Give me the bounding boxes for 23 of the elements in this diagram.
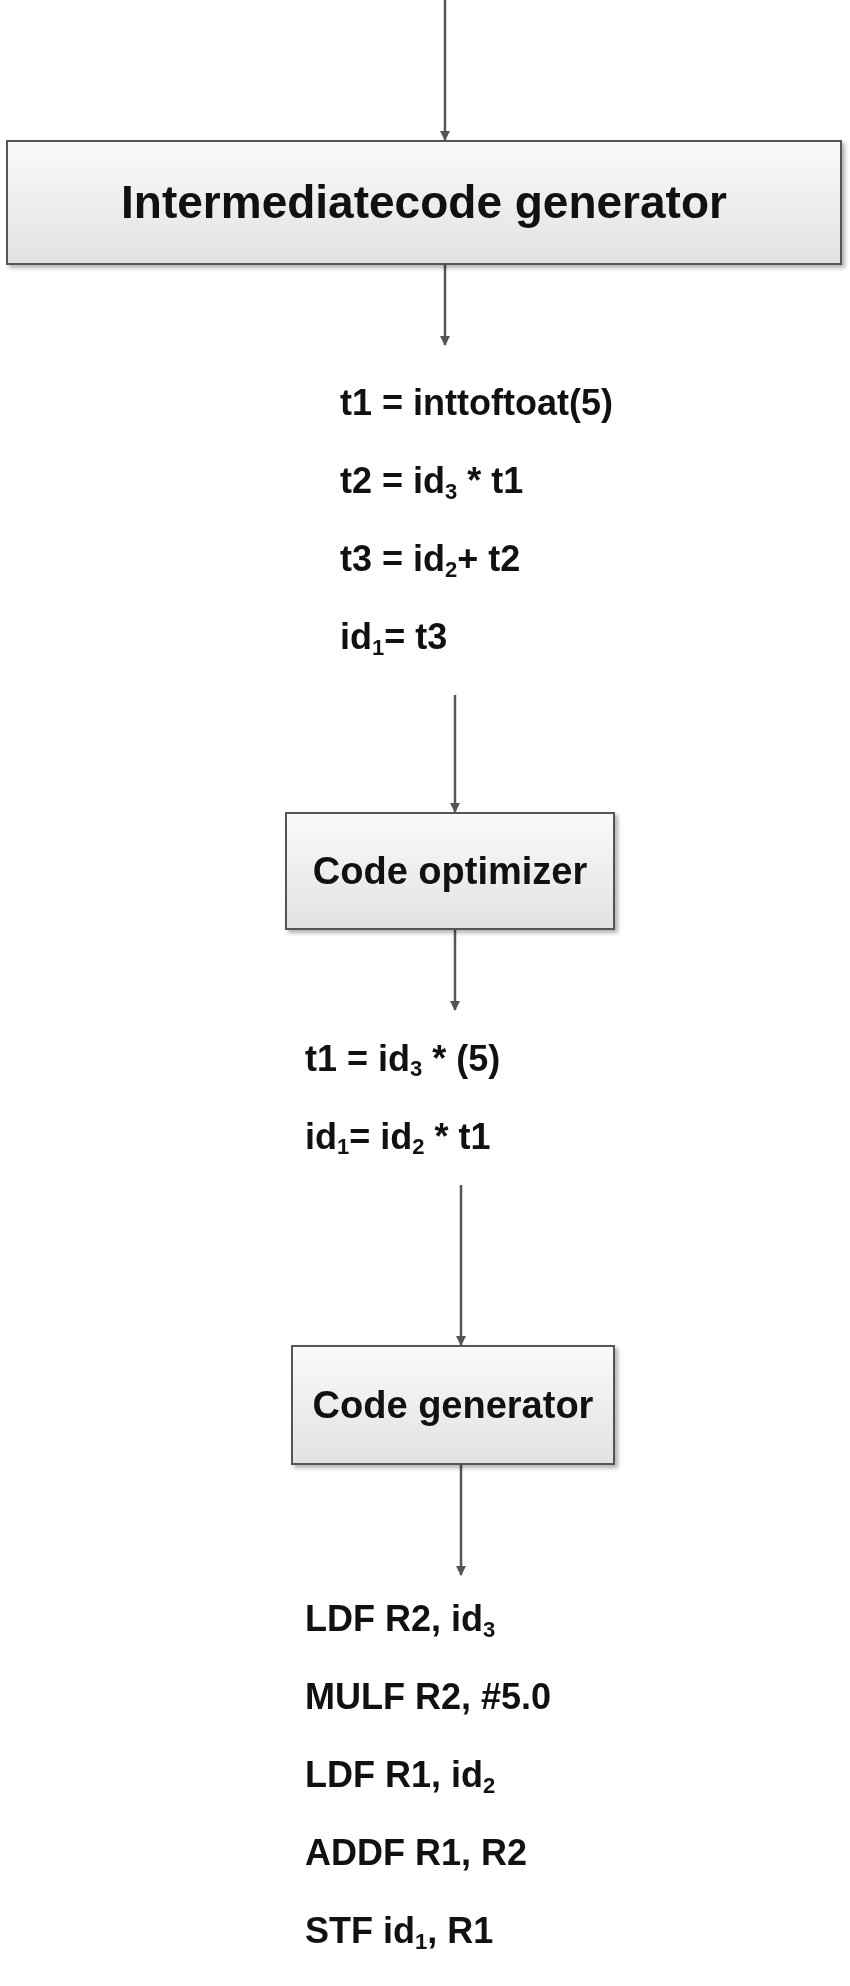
arrow	[450, 695, 460, 813]
code-line: LDF R1, id$_{2}$	[305, 1753, 497, 1800]
arrow	[456, 1465, 466, 1576]
code-line: t1 = inttoftoat(5)	[340, 381, 614, 425]
process-box	[291, 1345, 615, 1465]
process-box	[6, 140, 842, 265]
code-line: t3 = id$_{2}$+ t2	[340, 537, 522, 584]
process-box	[285, 812, 615, 930]
code-line: id$_{1}$= t3	[340, 615, 449, 662]
code-line: id$_{1}$= id$_{2}$ * t1	[305, 1114, 492, 1161]
code-line: ADDF R1, R2	[305, 1831, 529, 1875]
arrow	[450, 930, 460, 1011]
code-line: STF id$_{1}$, R1	[305, 1909, 495, 1956]
code-line: t1 = id$_{3}$ * (5)	[305, 1036, 502, 1083]
process-label: Intermediatecode generator	[121, 175, 727, 230]
arrow	[440, 0, 450, 141]
process-label: Code generator	[312, 1382, 594, 1428]
code-line: LDF R2, id$_{3}$	[305, 1597, 497, 1644]
code-line: t2 = id$_{3}$ * t1	[340, 459, 525, 506]
arrow	[440, 265, 450, 346]
arrow	[456, 1185, 466, 1346]
code-line: MULF R2, #5.0	[305, 1675, 553, 1719]
process-label: Code optimizer	[312, 848, 588, 894]
